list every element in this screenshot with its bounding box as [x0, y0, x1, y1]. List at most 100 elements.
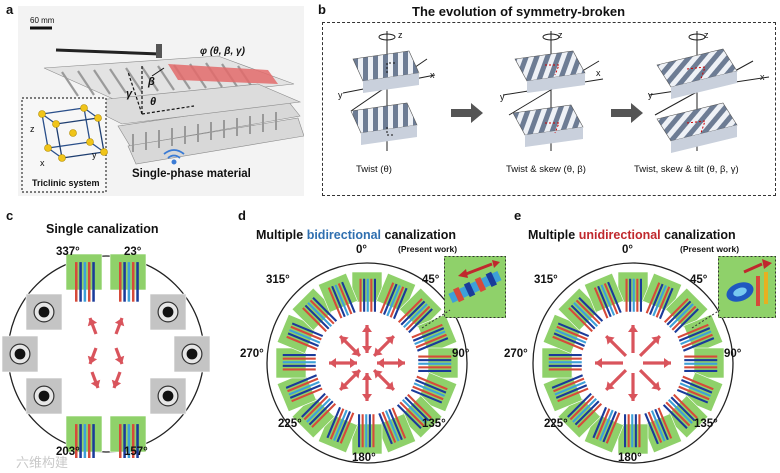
stage1-axis-z: z: [398, 30, 403, 40]
panel-e-title-post: canalization: [660, 228, 736, 242]
watermark: 六维构建: [16, 456, 69, 471]
stage1-axis-y: y: [338, 90, 343, 100]
e-field-tile: [617, 414, 649, 455]
e-field-tile: [642, 272, 683, 320]
e-field-tile: [642, 407, 683, 454]
d-arrow: [329, 358, 357, 368]
d-arrow: [372, 368, 396, 392]
e-angle-135: 135°: [694, 418, 718, 430]
symmetry-stages-illustration: [342, 31, 770, 153]
inset-axis-x: x: [40, 158, 45, 168]
e-angle-90: 90°: [724, 348, 742, 360]
c-field-tile: [1, 335, 39, 373]
d-field-tile: [351, 414, 383, 455]
stage3-axis-x: x: [760, 72, 765, 82]
d-angle-45: 45°: [422, 274, 440, 286]
c-field-tile: [25, 377, 63, 415]
d-field-tile: [376, 407, 417, 454]
panel-e-letter: e: [514, 208, 522, 223]
panel-e-title-highlight: unidirectional: [578, 228, 661, 242]
panel-b-title: The evolution of symmetry-broken: [412, 4, 626, 19]
c-arrow: [87, 347, 98, 365]
c-field-tile: [149, 377, 187, 415]
c-angle-157: 157°: [124, 446, 148, 458]
panel-c-letter: c: [6, 208, 14, 223]
panel-e-title-pre: Multiple: [528, 228, 579, 242]
gamma-label: γ: [126, 88, 133, 100]
c-field-tile: [65, 415, 103, 458]
inset-axis-y: y: [92, 150, 97, 160]
c-arrow: [114, 317, 125, 335]
d-field-tile: [275, 347, 316, 379]
panel-e-polar-plot: [532, 262, 734, 464]
panel-d-title-highlight: bidirectional: [306, 228, 382, 242]
e-arrow: [604, 334, 628, 358]
c-field-tile: [109, 253, 147, 302]
d-field-tile: [276, 372, 323, 413]
e-arrow: [595, 358, 623, 368]
d-arrow: [362, 373, 372, 401]
c-field-tile: [173, 335, 210, 373]
e-arrow: [604, 368, 628, 392]
e-angle-0: 0°: [622, 244, 633, 256]
d-field-tile: [376, 272, 417, 320]
d-field-tile: [276, 313, 324, 354]
c-field-tile: [149, 293, 187, 331]
panel-d-polar-plot: [266, 262, 468, 464]
c-angle-203: 203°: [56, 446, 80, 458]
panel-d-zoom-leader: [421, 309, 451, 329]
d-angle-90: 90°: [452, 348, 470, 360]
c-field-tile: [25, 293, 63, 331]
d-arrow: [338, 368, 362, 392]
e-field-tile: [662, 393, 709, 439]
c-arrow: [114, 347, 125, 365]
panel-a-figure: [18, 6, 305, 196]
panel-a-letter: a: [6, 2, 14, 17]
d-angle-135: 135°: [422, 418, 446, 430]
d-field-tile: [351, 271, 383, 312]
d-arrow: [338, 334, 362, 358]
lattice-structure-illustration: [21, 26, 305, 193]
panel-c-title: Single canalization: [46, 222, 159, 236]
c-arrow: [90, 371, 101, 389]
d-field-tile: [317, 272, 358, 319]
panel-e-title: Multiple unidirectional canalization: [528, 228, 736, 242]
stage2-label: Twist & skew (θ, β): [506, 164, 586, 175]
panel-c-polar-plot: [1, 253, 210, 458]
e-field-tile: [684, 347, 725, 379]
scale-bar-label: 60 mm: [30, 16, 55, 25]
d-field-tile: [291, 287, 338, 333]
d-angle-315: 315°: [266, 274, 290, 286]
panel-d-title: Multiple bidirectional canalization: [256, 228, 456, 242]
e-arrow: [643, 358, 671, 368]
panel-b-box: [322, 22, 776, 196]
d-angle-0: 0°: [356, 244, 367, 256]
c-field-tile: [109, 415, 147, 458]
panel-e-note: (Present work): [680, 244, 740, 254]
d-arrow: [377, 358, 405, 368]
stage2-axis-y: y: [500, 92, 505, 102]
d-field-tile: [418, 347, 459, 379]
stage3-axis-y: y: [648, 90, 653, 100]
c-field-tile: [65, 253, 103, 302]
d-angle-180: 180°: [352, 452, 376, 464]
d-angle-270: 270°: [240, 348, 264, 360]
c-angle-337: 337°: [56, 246, 80, 258]
material-label: Single-phase material: [132, 168, 251, 180]
d-field-tile: [411, 313, 458, 354]
e-field-tile: [583, 272, 624, 319]
panel-d-title-pre: Multiple: [256, 228, 307, 242]
c-arrow: [87, 317, 98, 335]
panel-d-zoom-inset: [444, 256, 506, 318]
theta-label: θ: [150, 96, 157, 108]
stage2-axis-z: z: [558, 30, 563, 40]
phi-label: φ (θ, β, γ): [200, 46, 245, 57]
panel-b-letter: b: [318, 2, 326, 17]
beta-label: β: [148, 76, 155, 88]
panel-d-letter: d: [238, 208, 246, 223]
e-field-tile: [541, 347, 582, 379]
inset-label: Triclinic system: [32, 178, 100, 188]
e-field-tile: [677, 313, 724, 354]
panel-d-note: (Present work): [398, 244, 458, 254]
c-angle-23: 23°: [124, 246, 142, 258]
